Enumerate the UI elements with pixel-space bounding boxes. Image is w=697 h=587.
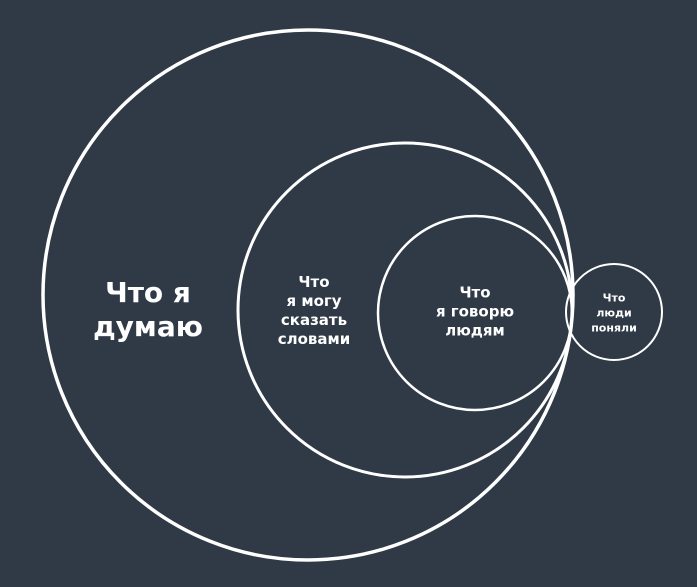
label-line: сказать (280, 311, 348, 329)
label-line: Что (602, 291, 626, 305)
label-line: я могу (286, 292, 342, 310)
label-line: Что я (105, 276, 191, 309)
label-line: люди (596, 306, 632, 320)
label-line: Что (459, 283, 491, 302)
label-what-i-tell-people: Что я говорю людям (436, 284, 514, 341)
label-what-i-think: Что я думаю (93, 276, 203, 344)
label-what-i-can-say: Что я могу сказать словами (278, 273, 351, 349)
label-line: я говорю (435, 302, 515, 321)
circle-what-i-tell-people (376, 214, 574, 412)
label-line: поняли (591, 321, 637, 335)
label-what-people-understood: Что люди поняли (591, 291, 637, 336)
label-line: людям (445, 321, 505, 340)
label-line: Что (298, 273, 330, 291)
circle-what-i-think (41, 28, 575, 562)
label-line: словами (277, 330, 351, 348)
label-line: думаю (93, 310, 203, 343)
circle-what-people-understood (565, 263, 663, 361)
